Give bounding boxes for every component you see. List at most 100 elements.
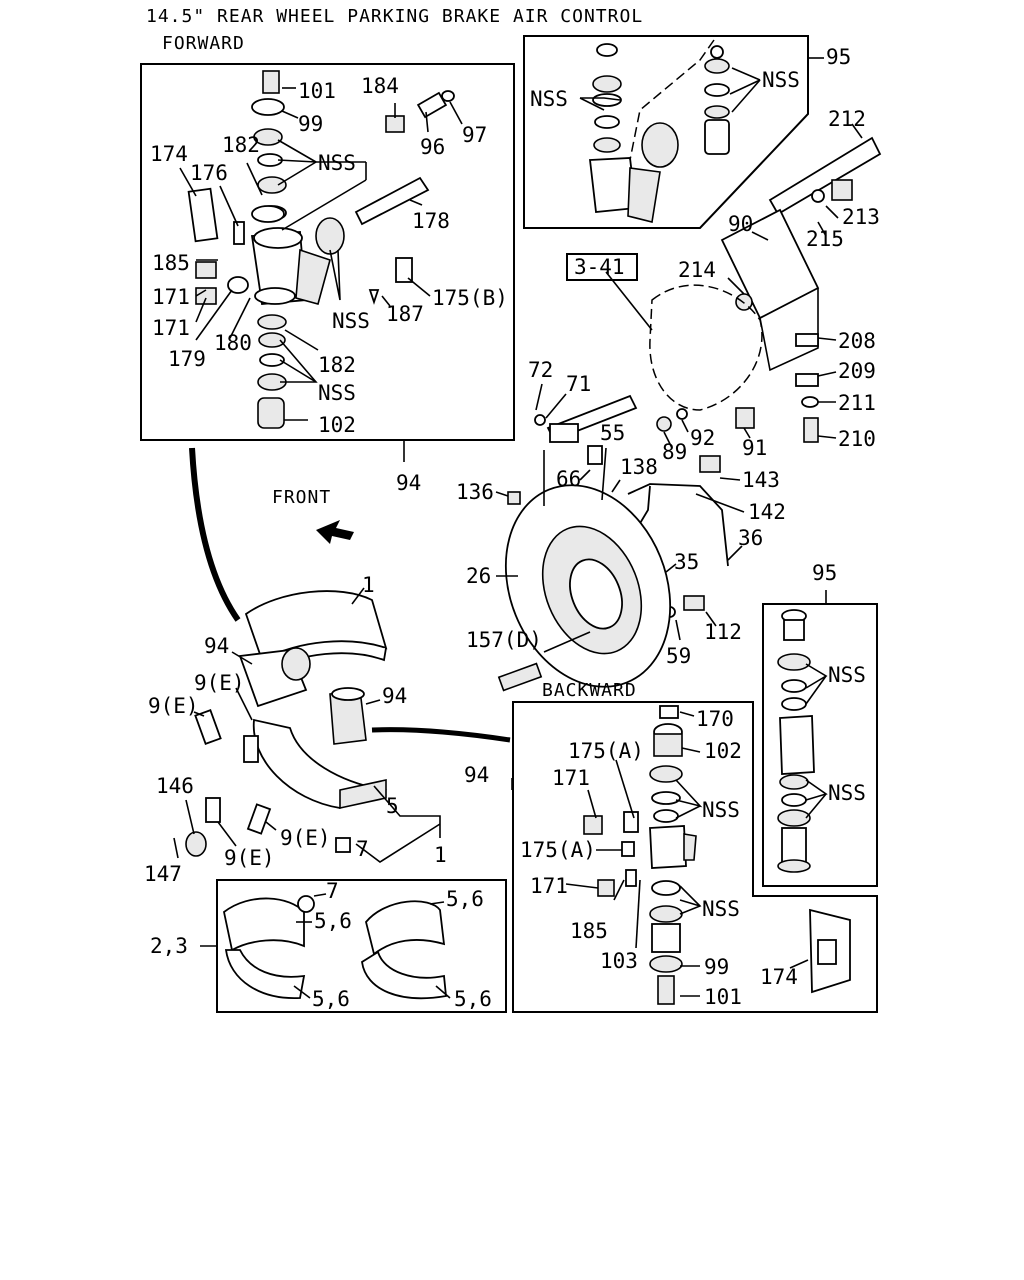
part-208-plate: [795, 333, 819, 347]
callout-138: 138: [620, 455, 658, 479]
callout-175a: 175(A): [520, 838, 596, 862]
callout-94: 94: [464, 763, 489, 787]
part-66-pin: [587, 445, 603, 465]
callout-94: 94: [396, 471, 421, 495]
callout-174: 174: [150, 142, 188, 166]
callout-66: 66: [556, 467, 581, 491]
callout-102: 102: [318, 413, 356, 437]
callout-142: 142: [748, 500, 786, 524]
box-95-leaders: [579, 39, 824, 161]
callout-nss: NSS: [318, 151, 356, 175]
callout-209: 209: [838, 359, 876, 383]
callout-143: 143: [742, 468, 780, 492]
part-112-bolt: [683, 595, 705, 611]
callout-nss: NSS: [318, 381, 356, 405]
bracket-side: [759, 288, 819, 372]
part-213-bolt: [831, 179, 853, 201]
part-215-washer: [811, 189, 825, 203]
callout-7: 7: [356, 837, 369, 861]
callout-5: 5: [386, 794, 399, 818]
part-175b-plate: [395, 257, 413, 283]
part-142-pipe: [627, 483, 729, 567]
seal-lower-2: [258, 332, 286, 348]
callout-103: 103: [600, 949, 638, 973]
chamber-top: [253, 227, 303, 249]
callout-175b: 175(B): [432, 286, 508, 310]
part-89-nut: [656, 416, 672, 432]
callout-101: 101: [298, 79, 336, 103]
callout-112: 112: [704, 620, 742, 644]
callout-213: 213: [842, 205, 880, 229]
o-ring-lower-2: [259, 353, 285, 367]
lining-parts: [223, 895, 447, 1000]
box-95-top: [523, 35, 809, 229]
lining-leaders: [200, 893, 451, 999]
callout-nss: NSS: [702, 798, 740, 822]
callout-171: 171: [152, 285, 190, 309]
diagram-title: 14.5" REAR WHEEL PARKING BRAKE AIR CONTR…: [146, 6, 643, 27]
part-171-bolt-a: [195, 261, 217, 279]
part-97-cap: [441, 90, 455, 102]
callout-157d: 157(D): [466, 628, 542, 652]
callout-59: 59: [666, 644, 691, 668]
callout-nss: NSS: [702, 897, 740, 921]
callout-210: 210: [838, 427, 876, 451]
callout-99: 99: [704, 955, 729, 979]
part-184-fitting: [385, 115, 405, 133]
backward-label: BACKWARD: [542, 680, 637, 701]
callout-212: 212: [828, 107, 866, 131]
part-210-bolt: [803, 417, 819, 443]
callout-5-6: 5,6: [454, 987, 492, 1011]
bellows-boot: [315, 217, 345, 255]
part-92-washer: [676, 408, 688, 420]
callout-180: 180: [214, 331, 252, 355]
chamber-flange: [295, 248, 331, 305]
callout-185: 185: [570, 919, 608, 943]
part-176-clip: [233, 221, 245, 245]
seal-lower-1: [257, 314, 287, 330]
o-ring-lower: [254, 287, 296, 305]
callout-nss: NSS: [828, 663, 866, 687]
callout-178: 178: [412, 209, 450, 233]
chamber-outline-dashed: [649, 284, 763, 411]
callout-95: 95: [826, 45, 851, 69]
ring-182-top: [251, 205, 285, 223]
callout-nss: NSS: [530, 87, 568, 111]
callout-5-6: 5,6: [446, 887, 484, 911]
callout-26: 26: [466, 564, 491, 588]
bracket-leaders: [605, 123, 863, 439]
box-95-parts: [588, 43, 730, 223]
callout-171: 171: [152, 316, 190, 340]
callout-179: 179: [168, 347, 206, 371]
callout-9e: 9(E): [194, 671, 245, 695]
part-91-bolt: [735, 407, 755, 429]
part-26-backing-plate: [504, 484, 672, 688]
callout-1: 1: [362, 573, 375, 597]
forward-label: FORWARD: [162, 33, 245, 54]
middle-leaders: [495, 383, 751, 653]
part-102-plug: [257, 397, 285, 429]
forward-chamber-box: [140, 63, 515, 441]
part-209-plate: [795, 373, 819, 387]
callout-147: 147: [144, 862, 182, 886]
backward-chamber-parts: [583, 705, 851, 1005]
callout-nss: NSS: [762, 68, 800, 92]
page-ref-label: 3-41: [574, 255, 625, 279]
front-label: FRONT: [272, 487, 331, 508]
seal-ring: [257, 176, 287, 194]
callout-175a: 175(A): [568, 739, 644, 763]
part-157d-bolt: [497, 662, 543, 692]
callout-55: 55: [600, 421, 625, 445]
forward-leaders: [179, 87, 463, 421]
callout-95: 95: [812, 561, 837, 585]
callout-185: 185: [152, 251, 190, 275]
callout-nss: NSS: [332, 309, 370, 333]
callout-171: 171: [552, 766, 590, 790]
backward-leaders: [511, 711, 809, 997]
box-95-right: [762, 603, 878, 887]
callout-171: 171: [530, 874, 568, 898]
front-arrow-icon: [316, 520, 354, 544]
callout-101: 101: [704, 985, 742, 1009]
callout-94: 94: [382, 684, 407, 708]
